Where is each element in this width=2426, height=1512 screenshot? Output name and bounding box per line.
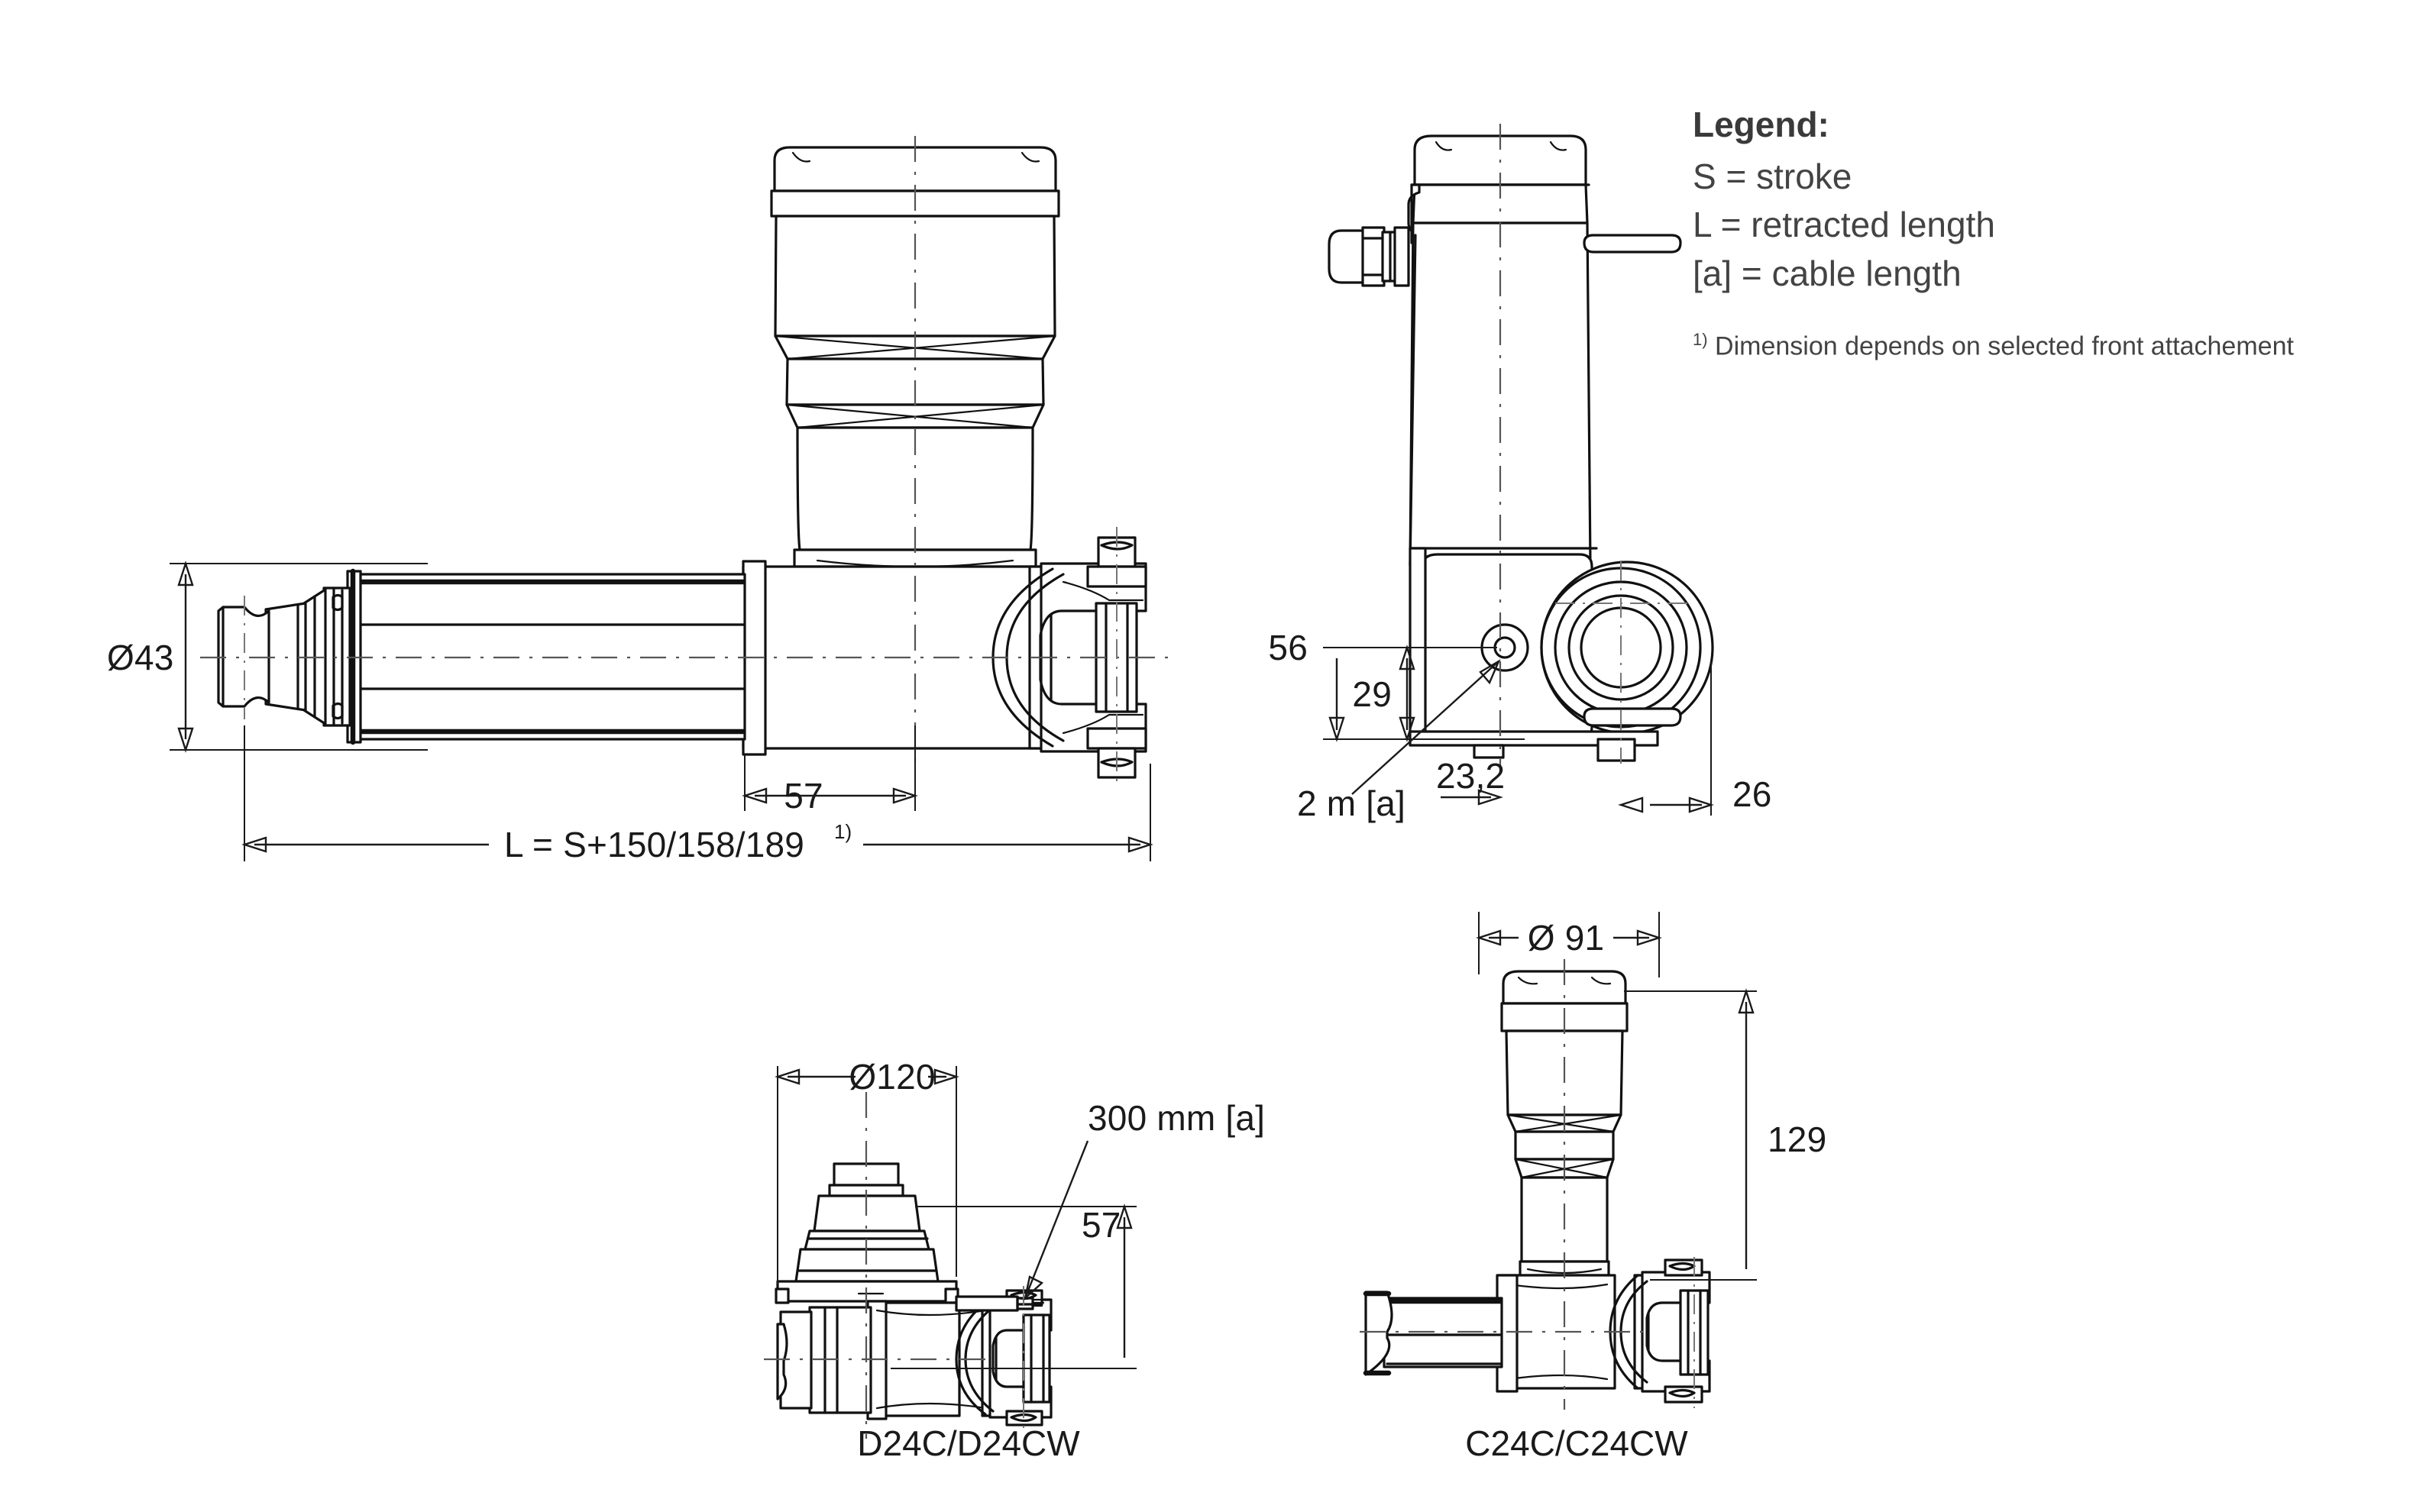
callout-cable-length-d24c: 300 mm [a] [1024,1098,1265,1301]
dimension-offset-d24c: 57 [891,1203,1137,1369]
dim-label-height-c24c: 129 [1768,1119,1826,1159]
dim-label-diameter-c24c: Ø 91 [1528,918,1605,958]
dimension-rod-diameter: Ø43 [107,561,428,753]
caption-c24c: C24C/C24CW [1465,1423,1688,1463]
pivot-bracket-rear [1409,234,1714,762]
legend-block: Legend: S = stroke L = retracted length … [1693,107,2411,362]
clevis-fork-main [991,536,1147,779]
legend-footnote-text: Dimension depends on selected front atta… [1715,331,2294,361]
legend-line-retracted-length: L = retracted length [1693,205,1995,245]
dim-label-height-total: 56 [1268,628,1308,667]
dimension-overall-length: L = S+150/158/189 1) [241,725,1153,864]
dim-label-height-pivot: 29 [1352,674,1392,714]
dimension-motor-offset: 57 [742,725,918,816]
caption-d24c: D24C/D24CW [857,1423,1080,1463]
dim-label-motor-offset: 57 [784,776,823,816]
dimension-height-total: 56 [1268,628,1525,742]
dim-label-offset-d24c: 57 [1082,1205,1121,1245]
dim-label-rod-diameter: Ø43 [107,638,174,677]
callout-label-cable-d24c: 300 mm [a] [1088,1098,1265,1138]
dimension-height-c24c: 129 [1624,988,1826,1281]
actuator-body-main [217,560,1124,756]
dim-label-overall-length: L = S+150/158/189 [504,825,804,864]
legend-line-stroke: S = stroke [1693,157,1852,196]
legend-footnote: 1) Dimension depends on selected front a… [1693,330,2411,361]
dimension-height-pivot: 29 [1352,645,1415,742]
callout-label-cable-rear: 2 m [a] [1297,783,1405,823]
legend-footnote-marker: 1) [1693,330,1708,350]
dimension-offset-center: 23,2 [1436,756,1505,806]
motor-housing-rear [1407,134,1592,567]
dim-label-diameter-d24c: Ø120 [849,1057,935,1097]
legend-line-cable-length: [a] = cable length [1693,253,1962,293]
dimension-diameter-c24c: Ø 91 [1476,912,1662,977]
dim-label-offset-center: 23,2 [1436,756,1505,796]
dimension-offset-edge: 26 [1618,661,1772,816]
clevis-fork-c24c [1609,1258,1711,1404]
callout-cable-length-rear: 2 m [a] [1297,659,1501,823]
dimension-diameter-d24c: Ø120 [775,1057,959,1284]
cable-stub-d24c [955,1295,1045,1312]
cable-connector-rear [1328,226,1410,287]
actuator-body-c24c [1363,1274,1616,1393]
legend-heading: Legend: [1693,105,1829,144]
dim-label-offset-edge: 26 [1732,774,1772,814]
dim-label-overall-length-sup: 1) [834,820,852,843]
